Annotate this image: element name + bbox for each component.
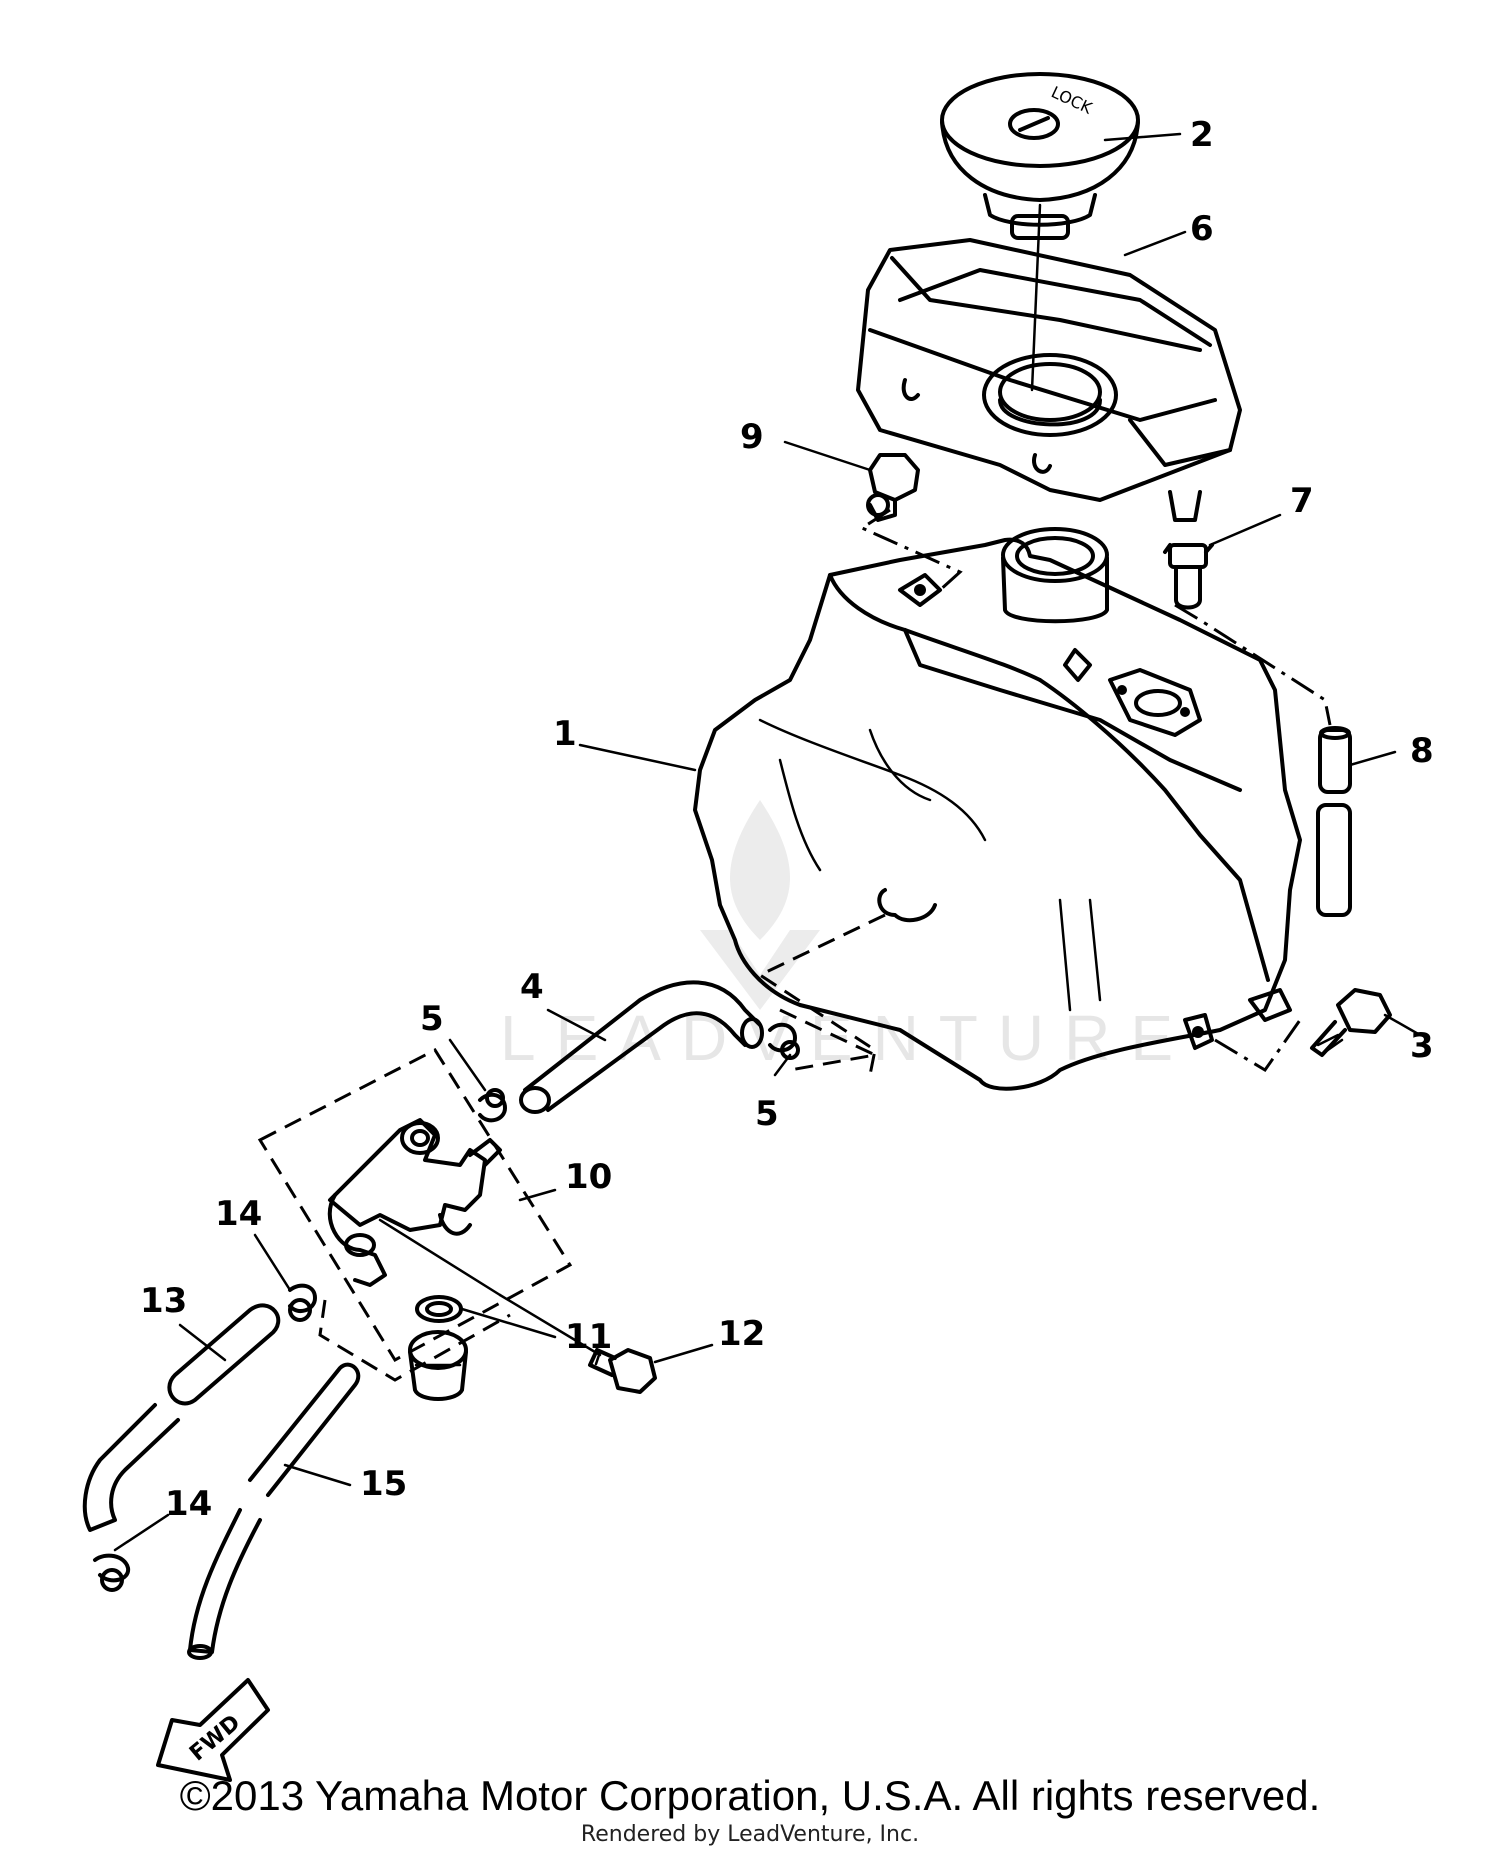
watermark-text: LEADVENTURE <box>500 1002 1193 1074</box>
callout-2: 2 <box>1190 115 1214 155</box>
part-bolt-3 <box>1310 988 1392 1057</box>
cap-lock-label: LOCK <box>1048 82 1095 117</box>
part-o-ring <box>415 1295 463 1323</box>
rendered-by-notice: Rendered by LeadVenture, Inc. <box>580 1822 920 1847</box>
callout-10: 10 <box>565 1157 612 1197</box>
callout-6: 6 <box>1190 209 1214 249</box>
callout-14a: 14 <box>215 1194 262 1234</box>
callout-5b: 5 <box>755 1094 779 1134</box>
callout-15: 15 <box>360 1464 407 1504</box>
callout-3: 3 <box>1410 1026 1434 1066</box>
callout-14b: 14 <box>165 1484 212 1524</box>
part-clip-5b <box>478 1088 507 1123</box>
callout-12: 12 <box>718 1314 765 1354</box>
watermark: LEADVENTURE <box>500 800 1193 1074</box>
part-clip-14a <box>288 1283 317 1322</box>
callout-11: 11 <box>565 1317 612 1357</box>
part-clip-14b <box>93 1553 131 1592</box>
part-fuel-tank <box>693 527 1302 1091</box>
callout-8: 8 <box>1410 731 1434 771</box>
part-fuel-hose <box>519 980 764 1114</box>
part-breather-hose <box>1316 726 1352 917</box>
part-hose-13 <box>82 1303 281 1532</box>
copyright-notice: ©2013 Yamaha Motor Corporation, U.S.A. A… <box>179 1772 1321 1819</box>
callout-1: 1 <box>553 714 577 754</box>
callout-9: 9 <box>740 417 764 457</box>
callout-13: 13 <box>140 1281 187 1321</box>
leader-lines <box>113 132 1422 1552</box>
part-fuel-cock <box>257 1048 573 1362</box>
callout-5a: 5 <box>420 999 444 1039</box>
callout-4: 4 <box>520 967 544 1007</box>
part-bolt-9 <box>866 453 920 522</box>
part-clip-5a <box>768 1022 800 1060</box>
part-tank-cover <box>856 203 1242 502</box>
part-hose-15 <box>187 1362 361 1660</box>
fwd-arrow: FWD <box>156 1678 270 1782</box>
part-nipple-7 <box>1163 490 1214 610</box>
callout-7: 7 <box>1290 481 1314 521</box>
callouts: 1 2 3 4 5 5 6 7 8 9 10 11 12 13 14 14 15 <box>140 115 1434 1524</box>
part-fuel-cap: LOCK <box>940 72 1140 240</box>
